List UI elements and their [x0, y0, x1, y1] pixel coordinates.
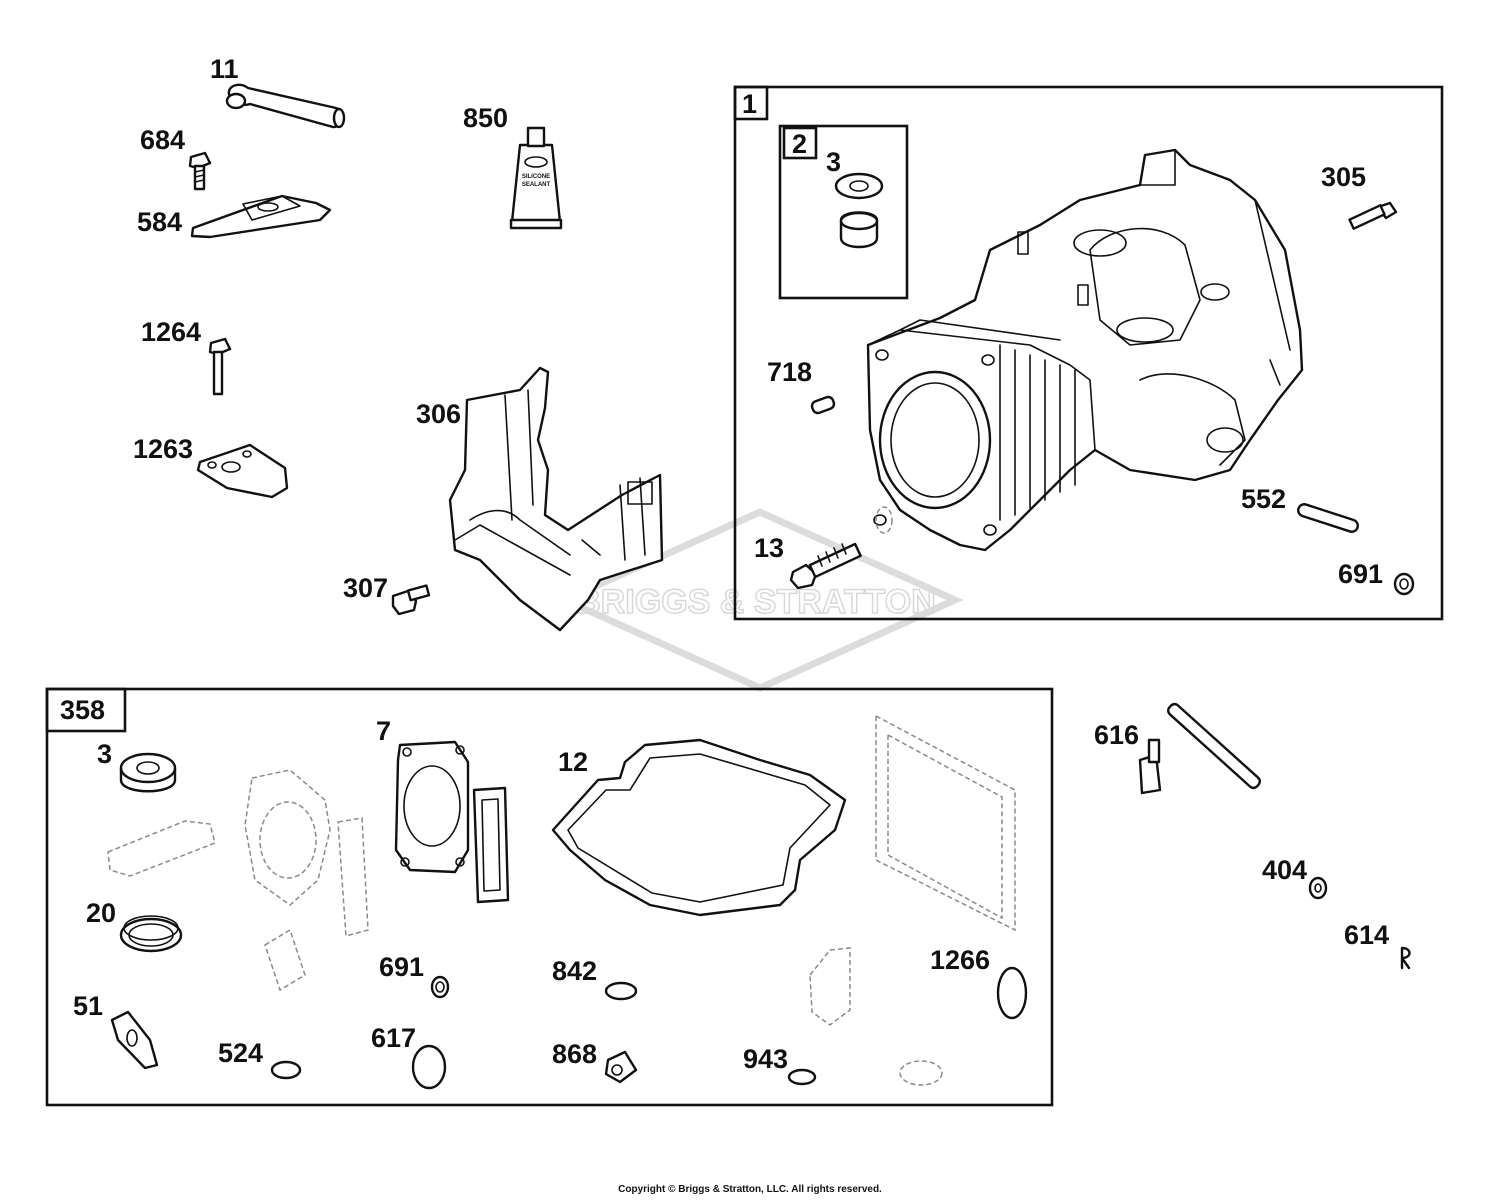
screw-1264[interactable]: [208, 337, 232, 396]
callout-11: 11: [210, 54, 239, 84]
callout-684: 684: [140, 125, 185, 155]
seal-20[interactable]: [119, 915, 183, 953]
callout-305: 305: [1321, 162, 1366, 192]
callout-7: 7: [376, 716, 391, 746]
gasket-51[interactable]: [110, 1010, 159, 1070]
oring-943[interactable]: [787, 1068, 817, 1086]
callout-20: 20: [86, 898, 116, 928]
callout-524: 524: [218, 1038, 263, 1068]
callout-691-box1: 691: [1338, 559, 1383, 589]
bearing-kit-box: [778, 124, 909, 300]
oring-524[interactable]: [270, 1060, 302, 1080]
callout-850: 850: [463, 103, 508, 133]
callout-691-gasket-set: 691: [379, 952, 424, 982]
seal-691-box1[interactable]: [1393, 572, 1415, 596]
breather-cover-584[interactable]: [190, 194, 332, 239]
clip-614[interactable]: [1400, 946, 1411, 970]
seal-868[interactable]: [604, 1050, 638, 1084]
gasket-set-box: [45, 687, 1054, 1107]
callout-12: 12: [558, 747, 588, 777]
box-tag-1: [733, 85, 769, 121]
sealant-tube-850[interactable]: SILICONE SEALANT: [509, 126, 563, 230]
cylinder-shroud-306[interactable]: [448, 366, 664, 632]
ghost-gasket-left: [107, 769, 369, 992]
screw-307[interactable]: [391, 584, 431, 616]
callout-1264: 1264: [141, 317, 201, 347]
callout-868: 868: [552, 1039, 597, 1069]
washer-404[interactable]: [1308, 876, 1328, 900]
callout-1266: 1266: [930, 945, 990, 975]
screw-13[interactable]: [789, 542, 862, 590]
sealant-tube-text-2: SEALANT: [522, 182, 551, 188]
callout-404: 404: [1262, 855, 1307, 885]
callout-1263: 1263: [133, 434, 193, 464]
callout-3-bearing: 3: [826, 147, 841, 177]
callout-306: 306: [416, 399, 461, 429]
sealant-tube-text-1: SILICONE: [522, 174, 550, 180]
crankcase-gasket-12[interactable]: [551, 738, 847, 917]
dowel-pin-718[interactable]: [810, 395, 836, 415]
oring-842[interactable]: [604, 981, 638, 1001]
callout-718: 718: [767, 357, 812, 387]
callout-552: 552: [1241, 484, 1286, 514]
seal-691-gasket-set[interactable]: [430, 975, 450, 999]
oring-1266[interactable]: [996, 966, 1028, 1020]
pin-552[interactable]: [1297, 503, 1360, 534]
callout-616: 616: [1094, 720, 1139, 750]
seal-3-gasket-set[interactable]: [119, 752, 177, 793]
callout-3-seal: 3: [97, 739, 112, 769]
oring-617[interactable]: [411, 1044, 447, 1090]
callout-307: 307: [343, 573, 388, 603]
copyright-notice: Copyright © Briggs & Stratton, LLC. All …: [618, 1184, 882, 1195]
callout-51: 51: [73, 991, 103, 1021]
head-gasket-7[interactable]: [394, 740, 510, 904]
bearing-seal-3-top[interactable]: [834, 172, 884, 249]
ghost-gasket-right: [809, 714, 1016, 1086]
washer-ghost: [875, 506, 893, 534]
gasket-1263[interactable]: [196, 443, 289, 499]
screw-684[interactable]: [188, 151, 212, 191]
governor-shaft-616[interactable]: [1138, 702, 1262, 795]
watermark-text: BRIGGS & STRATTON: [576, 583, 936, 621]
screw-305[interactable]: [1348, 201, 1398, 230]
callout-617: 617: [371, 1023, 416, 1053]
box-tag-358: [45, 687, 127, 733]
cylinder-block[interactable]: [866, 148, 1304, 552]
callout-614: 614: [1344, 920, 1389, 950]
callout-2: 2: [792, 129, 807, 159]
cylinder-assembly-box: [733, 85, 1444, 621]
callout-13: 13: [754, 533, 784, 563]
callout-842: 842: [552, 956, 597, 986]
callout-584: 584: [137, 207, 182, 237]
callout-943: 943: [743, 1044, 788, 1074]
box-tag-2: [782, 126, 818, 160]
callout-1: 1: [742, 89, 757, 119]
breather-tube-11[interactable]: [225, 83, 346, 129]
callout-358: 358: [60, 695, 105, 725]
